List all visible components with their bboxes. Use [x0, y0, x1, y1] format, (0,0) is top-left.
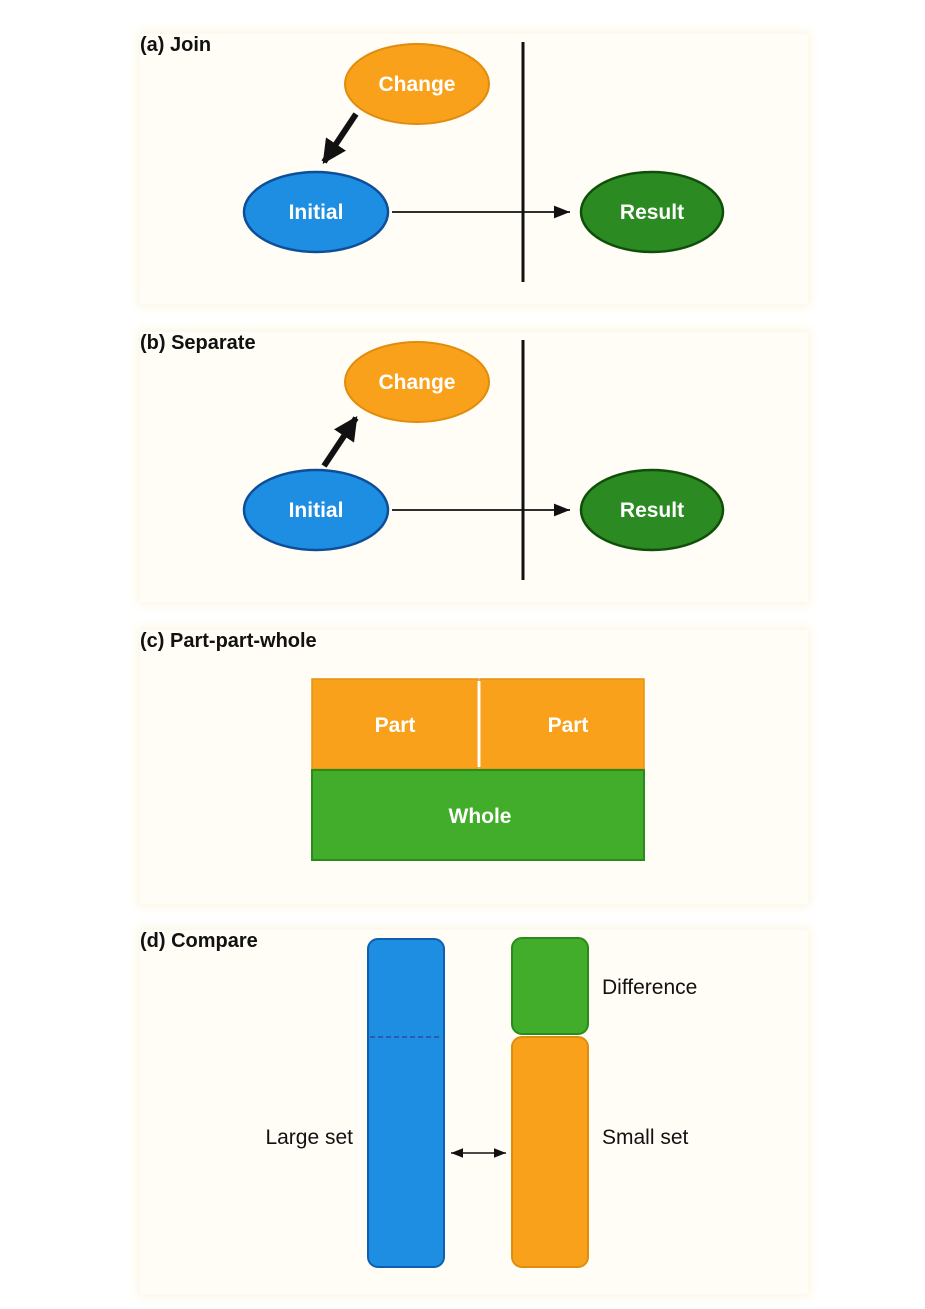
separate-change-node: Change	[344, 341, 490, 423]
join-diagram: Change Initial Result	[242, 42, 725, 282]
separate-initial-label: Initial	[289, 499, 344, 522]
whole-block: Whole	[311, 769, 645, 861]
panel-title-compare: (d) Compare	[140, 930, 258, 952]
panel-title-part-part-whole: (c) Part-part-whole	[140, 630, 317, 652]
part-part-whole-diagram: Part Part Whole	[311, 678, 645, 861]
join-result-label: Result	[620, 201, 684, 224]
panel-join: (a) Join Change Initial Result	[140, 34, 808, 304]
small-set-bar	[511, 1036, 589, 1268]
difference-bar	[511, 937, 589, 1035]
large-set-bar	[367, 938, 445, 1268]
join-change-label: Change	[378, 73, 455, 96]
part-left-block: Part	[311, 678, 479, 770]
separate-change-arrow	[321, 416, 359, 468]
difference-label: Difference	[602, 976, 697, 999]
panel-title-separate: (b) Separate	[140, 332, 256, 354]
panel-compare: (d) Compare Large set Difference Small s…	[140, 930, 808, 1294]
small-set-label: Small set	[602, 1126, 689, 1149]
separate-change-label: Change	[378, 371, 455, 394]
join-change-arrow	[321, 112, 359, 164]
part-right-label: Part	[548, 714, 589, 737]
join-initial-label: Initial	[289, 201, 344, 224]
separate-diagram: Change Initial Result	[242, 340, 725, 580]
join-result-node: Result	[579, 170, 725, 254]
large-set-label: Large set	[265, 1126, 353, 1149]
separate-initial-node: Initial	[242, 468, 390, 552]
panel-separate: (b) Separate Change Initial Result	[140, 332, 808, 602]
part-left-label: Part	[375, 714, 416, 737]
separate-result-node: Result	[579, 468, 725, 552]
compare-diagram: Large set Difference Small set	[265, 937, 697, 1268]
panel-part-part-whole: (c) Part-part-whole Part Part Whole	[140, 630, 808, 904]
whole-label: Whole	[449, 805, 512, 828]
join-initial-node: Initial	[242, 170, 390, 254]
join-change-node: Change	[344, 43, 490, 125]
part-right-block: Part	[479, 678, 645, 770]
panel-title-join: (a) Join	[140, 34, 212, 56]
separate-result-label: Result	[620, 499, 684, 522]
